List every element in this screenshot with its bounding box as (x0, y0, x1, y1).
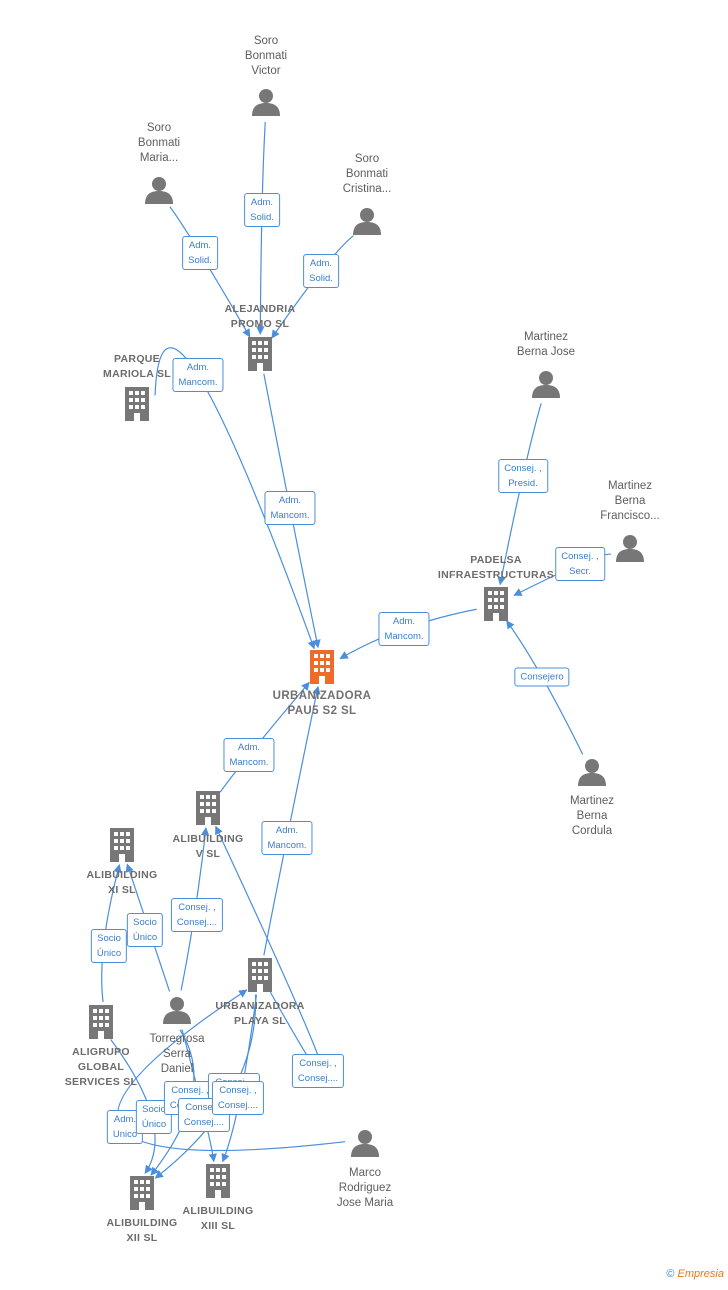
node-label-alejandria[interactable]: ALEJANDRIA PROMO SL (224, 303, 296, 330)
node-label-martinez_francisco[interactable]: Martinez Berna Francisco... (600, 480, 660, 522)
node-label-torregrosa[interactable]: Torregrosa Serra Daniel (149, 1033, 205, 1075)
node-label-alibuilding_v[interactable]: ALIBUILDING V SL (172, 833, 244, 860)
edge-urbanizadora_playa-to-alibuilding_v (215, 825, 326, 1081)
building-icon[interactable] (125, 387, 149, 421)
edge-label[interactable]: Adm. Solid. (182, 236, 218, 270)
person-icon[interactable] (532, 371, 560, 398)
node-label-martinez_cordula[interactable]: Martinez Berna Cordula (569, 795, 615, 837)
node-label-urbanizadora_pau5[interactable]: URBANIZADORA PAU5 S2 SL (272, 690, 372, 717)
node-label-soro_cristina[interactable]: Soro Bonmati Cristina... (342, 153, 392, 195)
edge-label[interactable]: Consejero (514, 667, 570, 687)
edge-label[interactable]: Socio Único (90, 929, 128, 963)
brand-logo[interactable]: Empresia (677, 1268, 724, 1280)
person-icon[interactable] (351, 1130, 379, 1157)
person-icon[interactable] (163, 997, 191, 1024)
building-icon[interactable] (110, 828, 134, 862)
node-label-soro_victor[interactable]: Soro Bonmati Victor (244, 35, 288, 77)
node-label-marco[interactable]: Marco Rodriguez Jose Maria (336, 1167, 394, 1209)
node-label-padelsa[interactable]: PADELSA INFRAESTRUCTURAS (437, 554, 555, 581)
edge-label[interactable]: Adm. Mancom. (378, 612, 430, 646)
edge-label[interactable]: Consej. , Secr. (555, 547, 605, 581)
person-icon[interactable] (578, 759, 606, 786)
node-label-martinez_jose[interactable]: Martinez Berna Jose (516, 331, 576, 358)
building-icon[interactable] (248, 958, 272, 992)
edge-label[interactable]: Consej. , Presid. (498, 459, 548, 493)
edge-label[interactable]: Adm. Solid. (303, 254, 339, 288)
edge-martinez_cordula-to-padelsa (506, 620, 584, 755)
node-label-alibuilding_xii[interactable]: ALIBUILDING XII SL (106, 1217, 178, 1244)
edge-label[interactable]: Consej. , Consej.... (291, 1054, 345, 1088)
node-label-alibuilding_xi[interactable]: ALIBUILDING XI SL (86, 869, 158, 896)
edge-label[interactable]: Consej. , Consej.... (211, 1081, 265, 1115)
footer: © Empresia (666, 1268, 724, 1280)
building-icon[interactable] (310, 650, 334, 684)
edge-label[interactable]: Adm. Mancom. (261, 821, 313, 855)
node-label-alibuilding_xiii[interactable]: ALIBUILDING XIII SL (182, 1205, 254, 1232)
node-label-aligrupo[interactable]: ALIGRUPO GLOBAL SERVICES SL (64, 1046, 138, 1088)
building-icon[interactable] (196, 791, 220, 825)
edge-label[interactable]: Consej. , Consej.... (170, 898, 224, 932)
edge-label[interactable]: Adm. Mancom. (223, 738, 275, 772)
edge-label[interactable]: Socio Único (126, 913, 164, 947)
building-icon[interactable] (89, 1005, 113, 1039)
person-icon[interactable] (353, 208, 381, 235)
edge-label[interactable]: Adm. Mancom. (172, 358, 224, 392)
person-icon[interactable] (616, 535, 644, 562)
node-label-soro_maria[interactable]: Soro Bonmati Maria... (137, 122, 181, 164)
node-label-urbanizadora_playa[interactable]: URBANIZADORA PLAYA SL (215, 1000, 305, 1027)
building-icon[interactable] (248, 337, 272, 371)
person-icon[interactable] (145, 177, 173, 204)
building-icon[interactable] (484, 587, 508, 621)
copyright-icon: © (666, 1268, 675, 1280)
building-icon[interactable] (130, 1176, 154, 1210)
edge-label[interactable]: Adm. Solid. (244, 193, 280, 227)
person-icon[interactable] (252, 89, 280, 116)
node-label-parque[interactable]: PARQUE MARIOLA SL (103, 353, 171, 380)
edge-label[interactable]: Adm. Mancom. (264, 491, 316, 525)
building-icon[interactable] (206, 1164, 230, 1198)
